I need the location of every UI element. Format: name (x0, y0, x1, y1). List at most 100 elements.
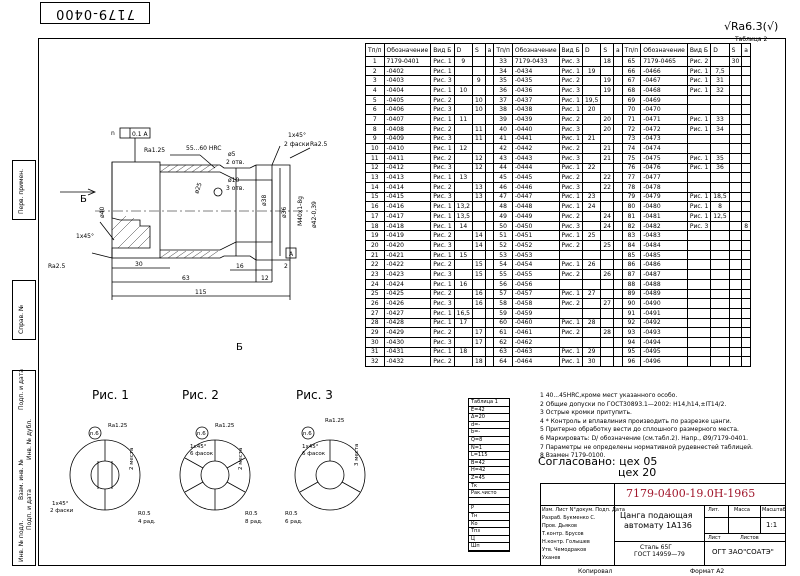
spec-cell: Рис. 2 (558, 269, 583, 280)
spec-cell: Рис. 1 (558, 230, 583, 242)
spec-cell (612, 278, 623, 290)
spec-cell (710, 94, 730, 106)
signature-row: Изм. Лист N°докум. Подп. Дата (542, 507, 625, 513)
chamfer-top-label: 1x45° (288, 132, 306, 139)
spec-cell: 18 (472, 356, 486, 367)
spec-cell: Рис. 2 (430, 181, 455, 193)
parameter-row: Тк (469, 483, 509, 491)
fig2-ch: 1x45° (190, 444, 207, 450)
spec-header-cell: S (600, 43, 614, 57)
spec-cell (710, 288, 730, 300)
parameter-row: Рак.чисто (469, 490, 509, 498)
holes3-label: 3 отв. (226, 185, 244, 192)
spec-cell (453, 288, 474, 300)
fig2-rad: 8 рад. (245, 519, 263, 525)
spec-cell: -0425 (383, 288, 432, 300)
spec-cell: Рис. 2 (430, 123, 455, 135)
spec-header-cell: D (453, 43, 474, 57)
spec-cell (741, 278, 752, 290)
spec-cell: 9 (472, 75, 486, 87)
spec-cell: -0443 (511, 152, 560, 164)
spec-cell (612, 162, 623, 174)
scale-label: Масштаб (762, 507, 786, 513)
spec-cell: -0423 (383, 269, 432, 280)
dim63-label: 63 (182, 275, 190, 282)
spec-cell (600, 191, 614, 203)
fig3-label: Рис. 3 (296, 388, 333, 402)
spec-cell (728, 327, 743, 338)
spec-cell: Рис. 1 (430, 278, 455, 290)
spec-cell (453, 133, 474, 145)
spec-cell: 18 (453, 346, 474, 358)
spec-cell: 30 (728, 56, 743, 67)
spec-cell: Рис. 1 (558, 65, 583, 77)
spec-cell (741, 298, 752, 309)
spec-cell: -0422 (383, 259, 432, 271)
spec-cell (710, 230, 730, 242)
spec-cell (484, 114, 495, 125)
spec-cell (581, 249, 602, 261)
spec-cell: -0444 (511, 162, 560, 174)
spec-cell (612, 123, 623, 135)
spec-cell (600, 133, 614, 145)
spec-cell: 13 (472, 191, 486, 203)
spec-cell: 7179-0465 (640, 56, 688, 67)
spec-cell: Рис. 1 (558, 259, 583, 271)
parameter-row: Таблица 1 (469, 399, 509, 407)
spec-cell: 66 (621, 65, 642, 77)
spec-cell (581, 327, 602, 338)
fig3-ra: Ra1.25 (325, 418, 345, 424)
spec-cell (728, 269, 743, 280)
spec-cell (612, 201, 623, 212)
tol-n-label: n (111, 130, 115, 137)
spec-cell: 16 (472, 288, 486, 300)
spec-header-cell: Обозначение (383, 43, 432, 57)
spec-cell (484, 201, 495, 212)
spec-cell: 20 (600, 123, 614, 135)
collet-drawing: n 0.1 A Ra1.25 55...60 HRC 1x45° 2 фаски… (48, 127, 327, 353)
spec-cell: 4 (365, 85, 385, 96)
spec-cell (558, 249, 583, 261)
spec-cell (741, 123, 752, 135)
strip-cell (12, 160, 36, 220)
spec-cell: 81 (621, 211, 642, 222)
spec-cell: -0436 (511, 85, 560, 96)
spec-cell: 28 (581, 317, 602, 329)
note-line: 7 Параметры не определены нормативной ру… (540, 443, 753, 451)
spec-cell: 71 (621, 114, 642, 125)
spec-cell: 28 (600, 327, 614, 338)
spec-cell (710, 172, 730, 183)
signature-row: Н.контр. Голышев (542, 539, 590, 545)
spec-cell: -0430 (383, 336, 432, 348)
spec-cell (612, 104, 623, 116)
spec-cell: 2 (365, 65, 385, 77)
spec-cell (686, 298, 712, 309)
parameter-row: Ц (469, 536, 509, 544)
spec-cell: -0449 (511, 211, 560, 222)
spec-cell: 64 (493, 356, 513, 367)
spec-cell: 19 (600, 75, 614, 87)
spec-cell (453, 123, 474, 135)
spec-cell: Рис. 3 (558, 85, 583, 96)
spec-cell: 33 (493, 56, 513, 67)
spec-cell (612, 249, 623, 261)
spec-cell: -0447 (511, 191, 560, 203)
d38-label: ø38 (261, 195, 268, 206)
datum-label: A (289, 251, 294, 258)
fig1-ra: Ra1.25 (108, 423, 128, 429)
spec-cell: 21 (600, 152, 614, 164)
spec-cell: 22 (600, 172, 614, 183)
spec-cell: -0488 (640, 278, 688, 290)
spec-cell: 1 (365, 56, 385, 67)
part-name: Цанга подающая (620, 511, 693, 520)
spec-cell: -0491 (640, 307, 688, 319)
spec-cell: 38 (493, 104, 513, 116)
drawing-frame (38, 38, 786, 566)
spec-cell: Рис. 1 (558, 94, 583, 106)
spec-cell (612, 307, 623, 319)
spec-cell (710, 133, 730, 145)
